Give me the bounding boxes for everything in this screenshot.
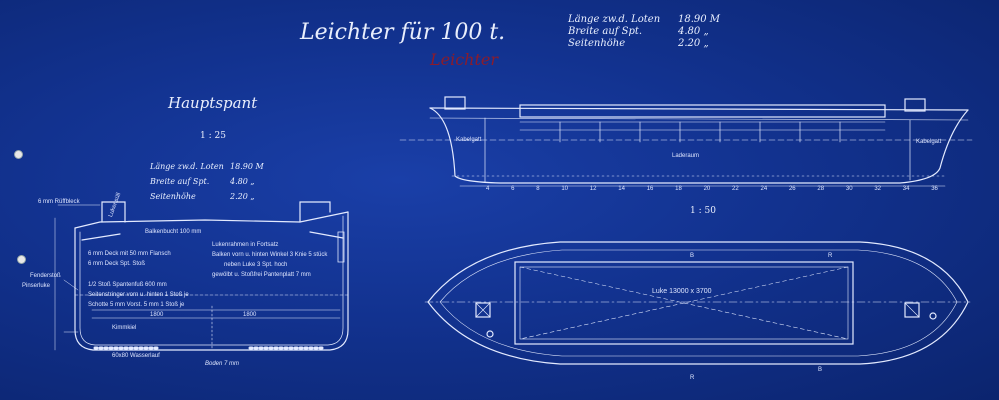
frame-number: 8 (536, 186, 540, 192)
punch-hole-top (14, 150, 23, 159)
midship-note: Schotte 5 mm Vorst. 5 mm 1 Stoß je (88, 302, 185, 308)
frame-number: 16 (646, 186, 654, 192)
frame-number-scale: 4 6 8 10 12 14 16 18 20 22 24 26 28 30 3… (486, 186, 938, 192)
label-flansch: 6 mm Deck mit 50 mm Flansch (88, 251, 171, 257)
label-spant-right: 1800 (243, 312, 257, 318)
label-kimmkiel: Kimmkiel (112, 325, 137, 331)
label-fenderstos: Fenderstoß (30, 273, 61, 279)
midship-note: Seitenstringer vorn u. hinten 1 Stoß je (88, 292, 189, 298)
label-laderaum: Laderaum (672, 153, 700, 159)
midship-note: gewölbt u. Stoßfrei Pantenplatt 7 mm (212, 272, 311, 278)
plan-view-drawing (424, 241, 971, 365)
midship-note: neben Luke 3 Spt. hoch (224, 262, 288, 268)
frame-number: 12 (589, 186, 597, 192)
label-ruffbleck: 6 mm Rüffbleck (38, 199, 80, 205)
label-wasserlauf: 60x80 Wasserlauf (112, 353, 160, 359)
frame-number: 26 (788, 186, 796, 192)
midship-note: Balken vorn u. hinten Winkel 3 Knie 5 st… (212, 252, 328, 258)
frame-number: 28 (817, 186, 825, 192)
red-annotation: Leichter (430, 50, 499, 69)
label-pinserluke: Pinserluke (22, 283, 51, 289)
frame-number: 20 (703, 186, 711, 192)
side-view-scale: 1 : 50 (690, 206, 716, 216)
midship-heading: Hauptspant (168, 94, 258, 112)
label-spant-left: 1800 (150, 312, 164, 318)
plan-mark: B (690, 253, 695, 259)
frame-number: 6 (511, 186, 515, 192)
midship-section-drawing (54, 201, 349, 351)
plan-mark: B (818, 367, 823, 373)
label-luke: Luke 13000 x 3700 (652, 288, 712, 295)
punch-hole-bottom (17, 255, 26, 264)
frame-number: 32 (874, 186, 881, 192)
plan-mark: R (690, 375, 695, 381)
midship-dim-row: Breite auf Spt.4.80 „ (150, 177, 255, 186)
frame-number: 30 (845, 186, 853, 192)
frame-number: 14 (618, 186, 625, 192)
label-kabelgatt-left: Kabelgatt (456, 137, 482, 143)
label-kabelgatt-right: Kabelgatt (916, 139, 942, 145)
label-deckstos: 6 mm Deck Spt. Stoß (88, 261, 146, 267)
frame-number: 36 (931, 186, 938, 192)
midship-note: 1/2 Stoß Spantenfuß 600 mm (88, 282, 167, 288)
side-elevation-drawing (399, 96, 973, 187)
midship-notes: Lukenrahmen in Fortsatz Balken vorn u. h… (88, 242, 328, 312)
frame-number: 4 (486, 186, 490, 192)
frame-number: 24 (760, 186, 768, 192)
drawing-title: Leichter für 100 t. (300, 20, 506, 45)
frame-number: 10 (561, 186, 569, 192)
spec-row: Breite auf Spt.4.80 „ (568, 26, 709, 37)
frame-number: 18 (675, 186, 682, 192)
frame-number: 34 (902, 186, 910, 192)
plan-mark: R (828, 253, 833, 259)
midship-note: Lukenrahmen in Fortsatz (212, 242, 279, 248)
label-boden: Boden 7 mm (205, 361, 240, 367)
label-balkenbucht: Balkenbucht 100 mm (145, 229, 202, 235)
frame-number: 22 (732, 186, 739, 192)
midship-scale: 1 : 25 (200, 131, 226, 141)
